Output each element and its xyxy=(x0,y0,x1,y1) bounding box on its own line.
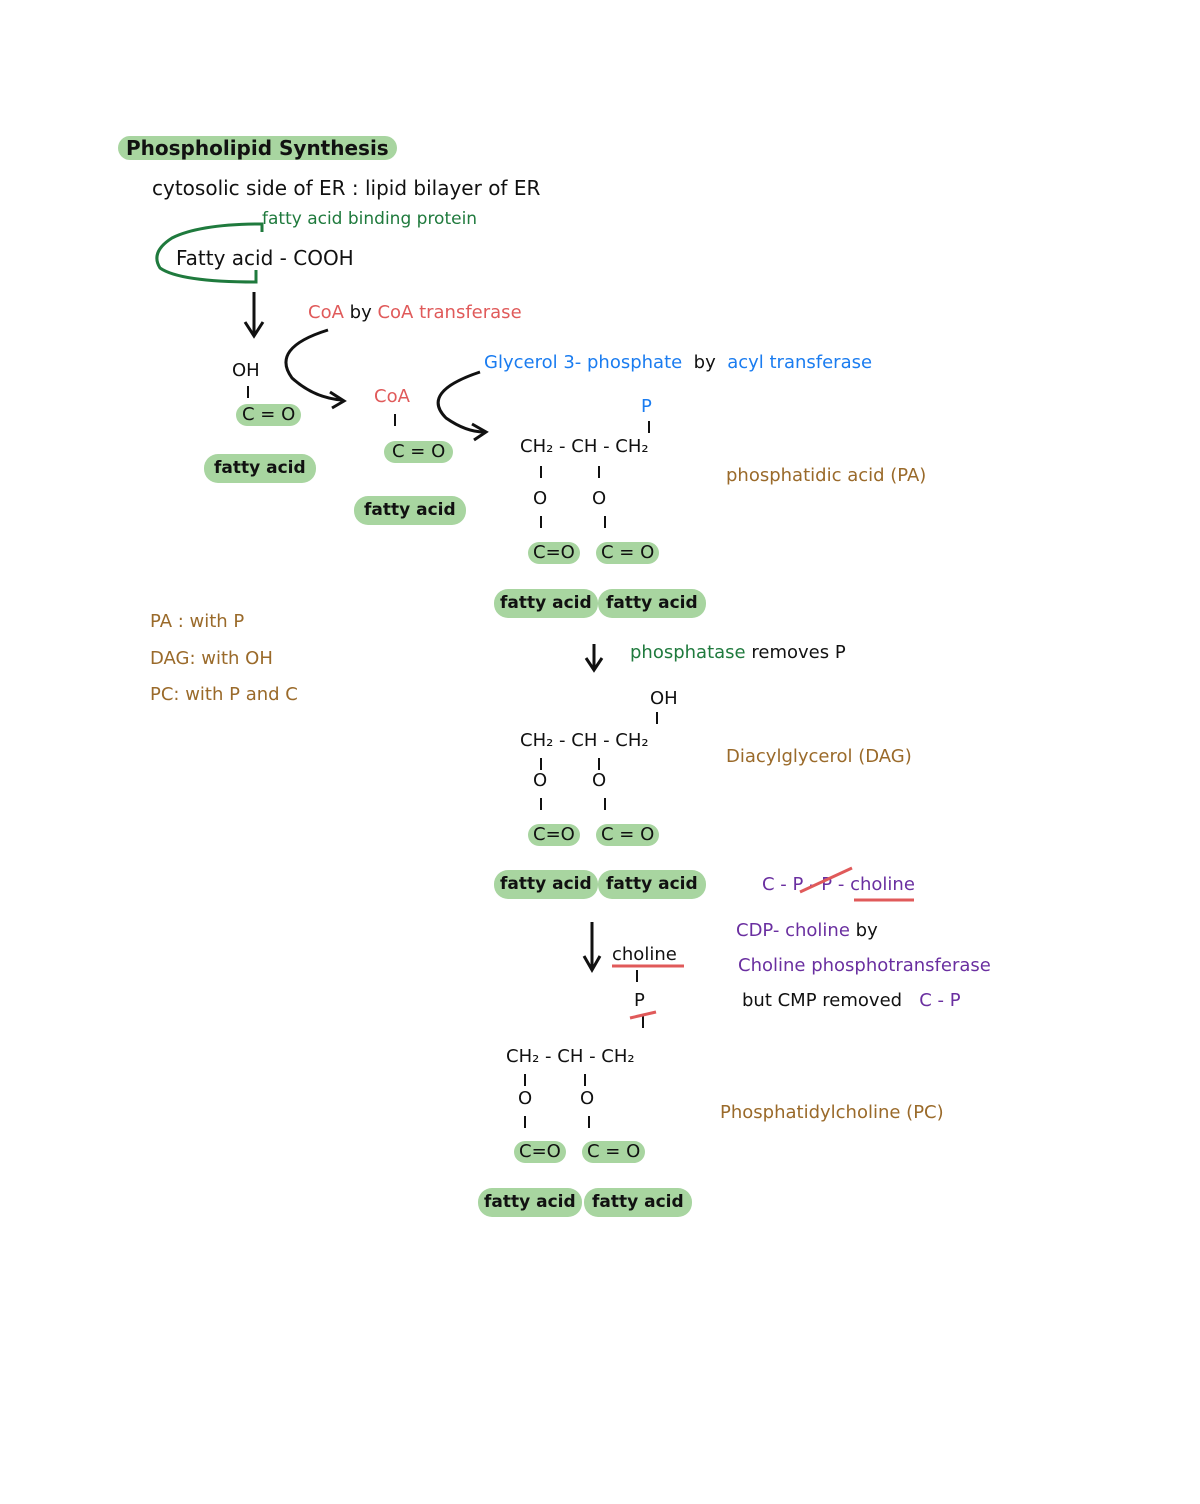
glycerol-text: Glycerol 3- phosphate xyxy=(484,352,683,373)
fa-coa-top: CoA xyxy=(374,386,410,407)
down-arrow-1 xyxy=(243,292,265,339)
pc-c1: C=O xyxy=(514,1141,566,1163)
cdp-by-text: by xyxy=(855,920,878,941)
cp-text: C - P xyxy=(919,990,961,1011)
bond xyxy=(247,386,249,398)
fa-oh-top: OH xyxy=(232,360,260,381)
bond xyxy=(642,1016,644,1028)
cdp-choline-text: CDP- choline xyxy=(736,920,850,941)
dag-c2: C = O xyxy=(596,824,660,846)
phosphatase-label: phosphatase removes P xyxy=(630,644,846,662)
bond xyxy=(524,1074,526,1086)
fa-oh-carbonyl: C = O xyxy=(236,404,302,426)
coa-step-label: CoA by CoA transferase xyxy=(308,304,522,322)
pc-name: Phosphatidylcholine (PC) xyxy=(720,1102,944,1123)
down-arrow-3 xyxy=(582,922,602,974)
pc-o1: O xyxy=(518,1088,533,1109)
pa-tail2: fatty acid xyxy=(598,589,706,618)
bond xyxy=(636,970,638,982)
pa-tail1: fatty acid xyxy=(494,589,598,618)
bond xyxy=(604,516,606,528)
down-arrow-2 xyxy=(584,644,604,673)
page-title: Phospholipid Synthesis xyxy=(118,136,397,160)
pc-tail1: fatty acid xyxy=(478,1188,582,1217)
pa-o2: O xyxy=(592,488,607,509)
curved-arrow-glycerol xyxy=(436,370,489,442)
bond xyxy=(588,1116,590,1128)
pa-c2: C = O xyxy=(596,542,660,564)
acyl-transferase-text: acyl transferase xyxy=(727,352,873,373)
bond xyxy=(648,421,650,433)
subtitle: cytosolic side of ER : lipid bilayer of … xyxy=(152,176,541,200)
pa-o1: O xyxy=(533,488,548,509)
dag-o1: O xyxy=(533,770,548,791)
bond xyxy=(524,1116,526,1128)
cdp-line2: CDP- choline by xyxy=(736,922,878,940)
pc-tail2: fatty acid xyxy=(584,1188,692,1217)
start-molecule: Fatty acid - COOH xyxy=(176,246,354,270)
dag-tail2: fatty acid xyxy=(598,870,706,899)
bond xyxy=(598,466,600,478)
bond xyxy=(540,798,542,810)
pc-backbone: CH₂ - CH - CH₂ xyxy=(506,1046,635,1067)
bond xyxy=(656,712,658,724)
bond xyxy=(540,758,542,770)
dag-oh: OH xyxy=(650,688,678,709)
bond xyxy=(604,798,606,810)
pc-p: P xyxy=(634,990,645,1011)
cdp-line1: C - P - P - choline xyxy=(762,874,915,895)
cdp-line3: Choline phosphotransferase xyxy=(738,955,991,976)
dag-o2: O xyxy=(592,770,607,791)
legend-pc: PC: with P and C xyxy=(150,684,298,705)
removes-p-text: removes P xyxy=(751,642,846,663)
cdp-line4: but CMP removed C - P xyxy=(742,992,961,1010)
dag-name: Diacylglycerol (DAG) xyxy=(726,746,912,767)
fa-coa-tail: fatty acid xyxy=(354,496,466,525)
by-text: by xyxy=(349,302,372,323)
dag-c1: C=O xyxy=(528,824,580,846)
p-strike xyxy=(629,1010,657,1020)
dag-backbone: CH₂ - CH - CH₂ xyxy=(520,730,649,751)
fa-oh-tail: fatty acid xyxy=(204,454,316,483)
cmp-removed-text: but CMP removed xyxy=(742,990,903,1011)
glycerol-step-label: Glycerol 3- phosphate by acyl transferas… xyxy=(484,354,872,372)
pc-c2: C = O xyxy=(582,1141,646,1163)
pa-backbone: CH₂ - CH - CH₂ xyxy=(520,436,649,457)
legend-pa: PA : with P xyxy=(150,611,245,632)
phosphatase-text: phosphatase xyxy=(630,642,746,663)
fabp-bracket xyxy=(155,222,264,284)
coa-text: CoA xyxy=(308,302,344,323)
pa-p: P xyxy=(641,396,652,417)
curved-arrow-coa xyxy=(284,328,347,410)
bond xyxy=(598,758,600,770)
fa-coa-carbonyl: C = O xyxy=(384,441,454,463)
bond xyxy=(540,466,542,478)
legend-dag: DAG: with OH xyxy=(150,648,273,669)
coa-transferase-text: CoA transferase xyxy=(377,302,522,323)
bond xyxy=(584,1074,586,1086)
pa-name: phosphatidic acid (PA) xyxy=(726,465,927,486)
bond xyxy=(540,516,542,528)
by-text-2: by xyxy=(693,352,716,373)
pa-c1: C=O xyxy=(528,542,580,564)
pc-o2: O xyxy=(580,1088,595,1109)
fabp-label: fatty acid binding protein xyxy=(262,209,478,229)
bond xyxy=(394,414,396,426)
dag-tail1: fatty acid xyxy=(494,870,598,899)
pc-choline: choline xyxy=(612,944,677,965)
cdp-strike xyxy=(799,866,853,894)
